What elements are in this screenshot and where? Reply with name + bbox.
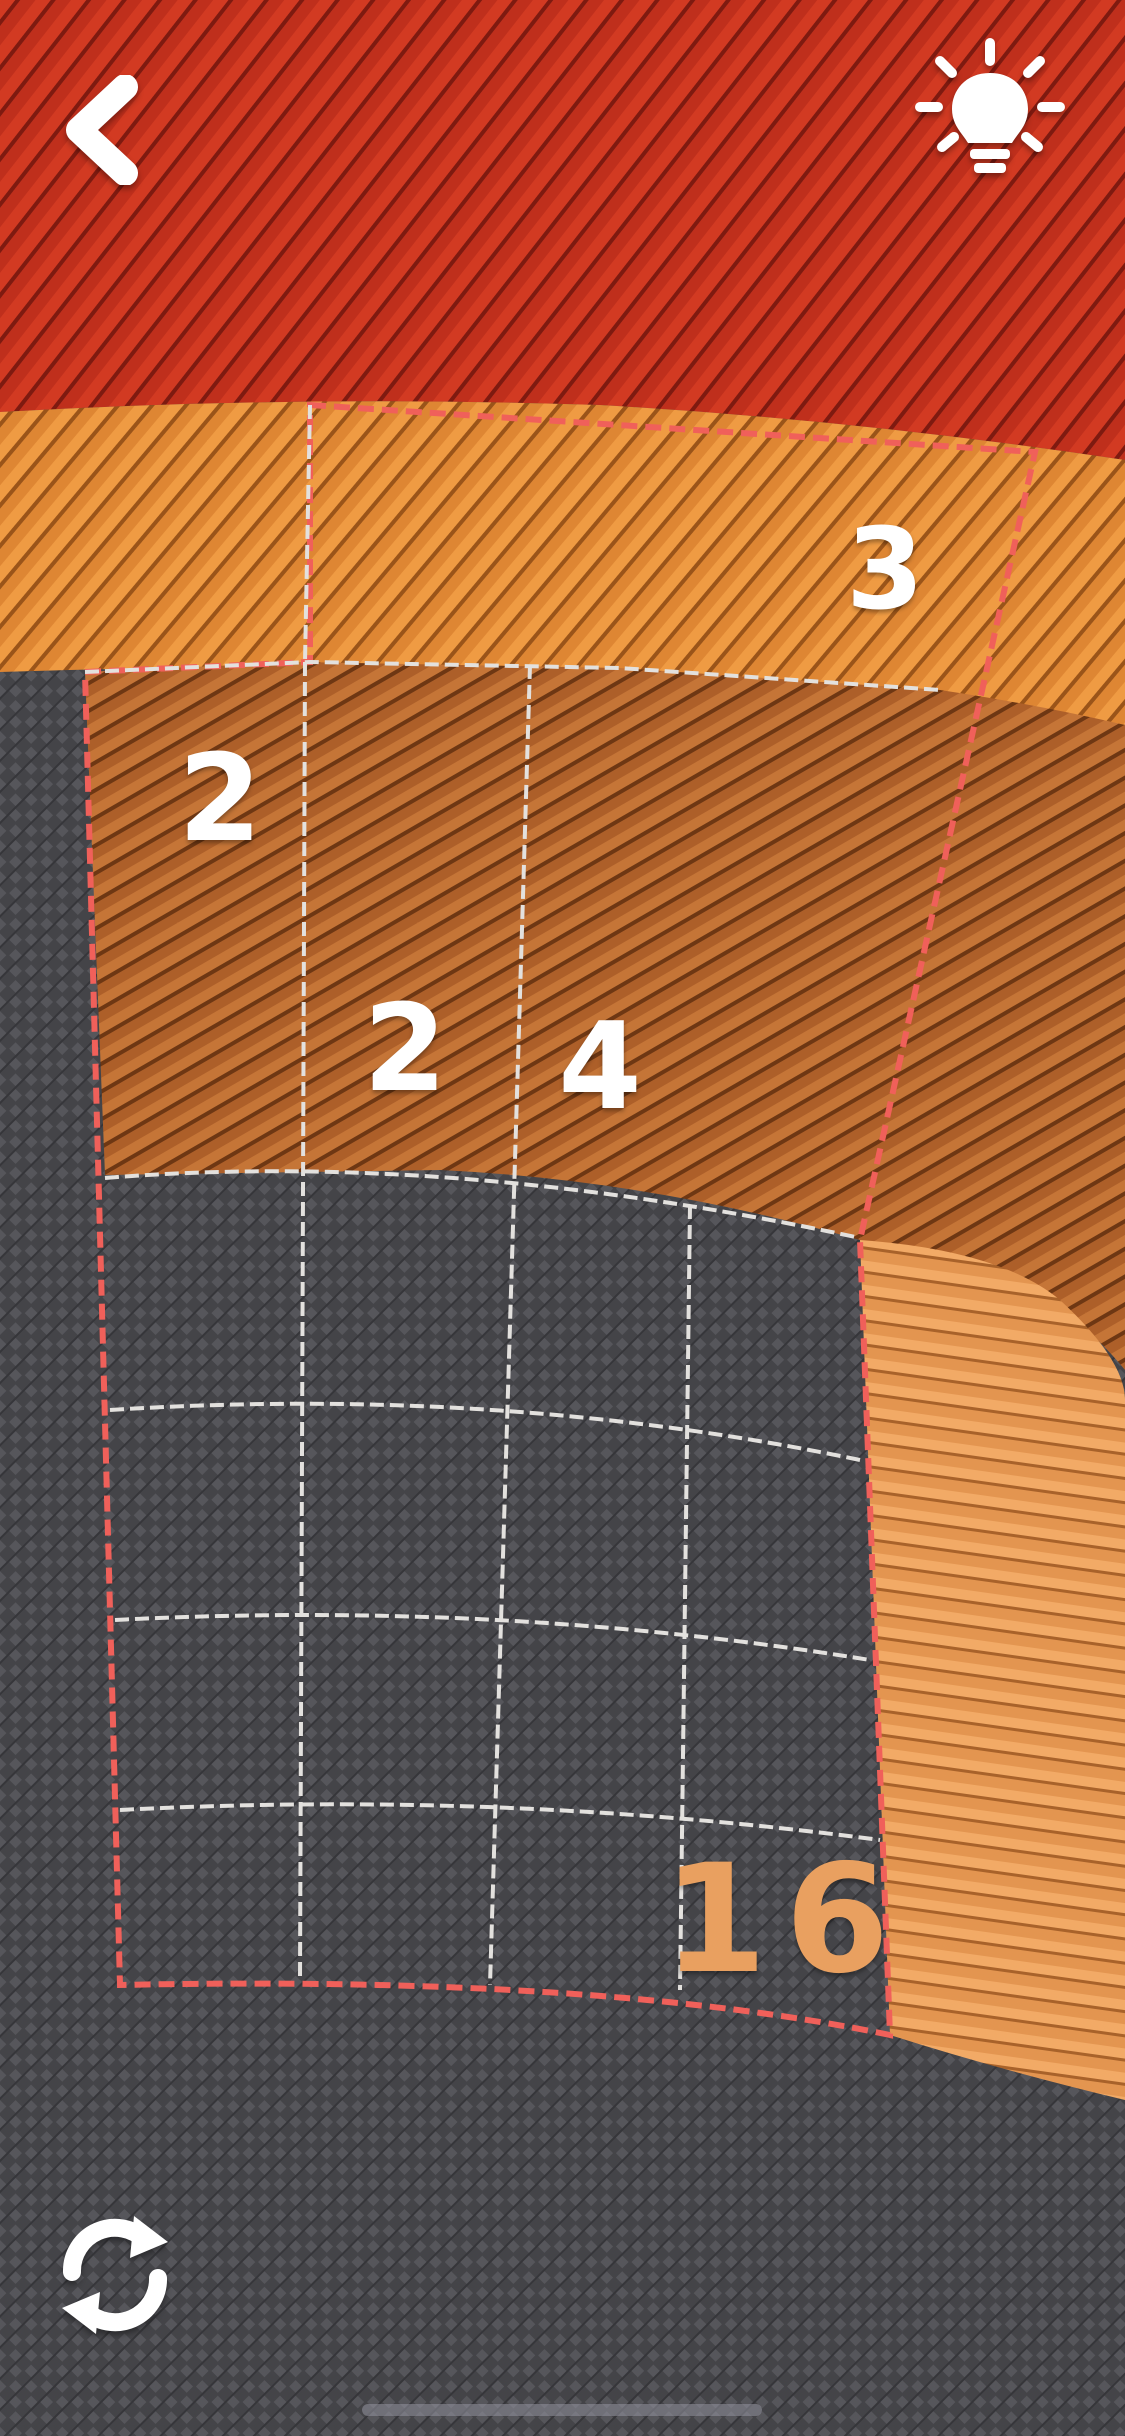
home-indicator <box>362 2404 762 2416</box>
orange-yarn-band[interactable] <box>0 401 1125 725</box>
clue-brown-right: 4 <box>558 998 642 1137</box>
clue-grey-grid: 16 <box>662 1833 908 2007</box>
grid-stitches <box>84 404 941 1991</box>
lightbulb-icon <box>915 38 1065 173</box>
clue-orange-band: 3 <box>846 505 924 635</box>
refresh-icon <box>62 2216 168 2334</box>
restart-button[interactable] <box>40 2200 190 2350</box>
hint-button[interactable] <box>905 30 1075 200</box>
clue-brown-left: 2 <box>178 730 262 869</box>
light-orange-yarn-region[interactable] <box>860 1240 1125 2100</box>
back-button[interactable] <box>40 60 160 200</box>
chevron-left-icon <box>66 75 138 185</box>
selection-outline <box>81 401 1039 2039</box>
red-yarn-region[interactable] <box>0 0 1125 460</box>
brown-yarn-region[interactable] <box>85 662 1125 1370</box>
clue-brown-middle: 2 <box>363 980 447 1119</box>
